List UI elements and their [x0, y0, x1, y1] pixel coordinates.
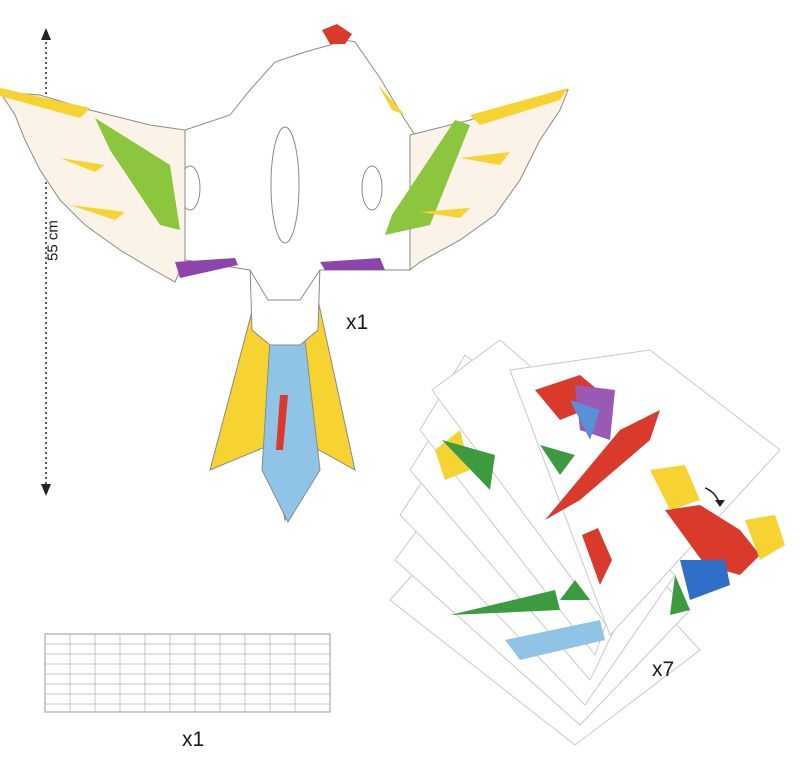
paper-strip	[44, 633, 331, 713]
beak-yellow	[378, 85, 405, 115]
head-red	[322, 24, 352, 44]
size-label: 55 cm	[44, 220, 62, 261]
color-sheets-stack	[389, 339, 785, 746]
bird-template	[0, 24, 569, 524]
right-wing	[320, 88, 569, 272]
left-wing	[0, 88, 238, 283]
strip-quantity-label: x1	[182, 728, 205, 751]
rotate-arrow-icon	[704, 487, 725, 507]
sheets-quantity-label: x7	[652, 658, 675, 681]
bird-quantity-label: x1	[346, 311, 369, 334]
bird-body	[184, 39, 416, 301]
tail-red-stripe	[276, 395, 288, 450]
